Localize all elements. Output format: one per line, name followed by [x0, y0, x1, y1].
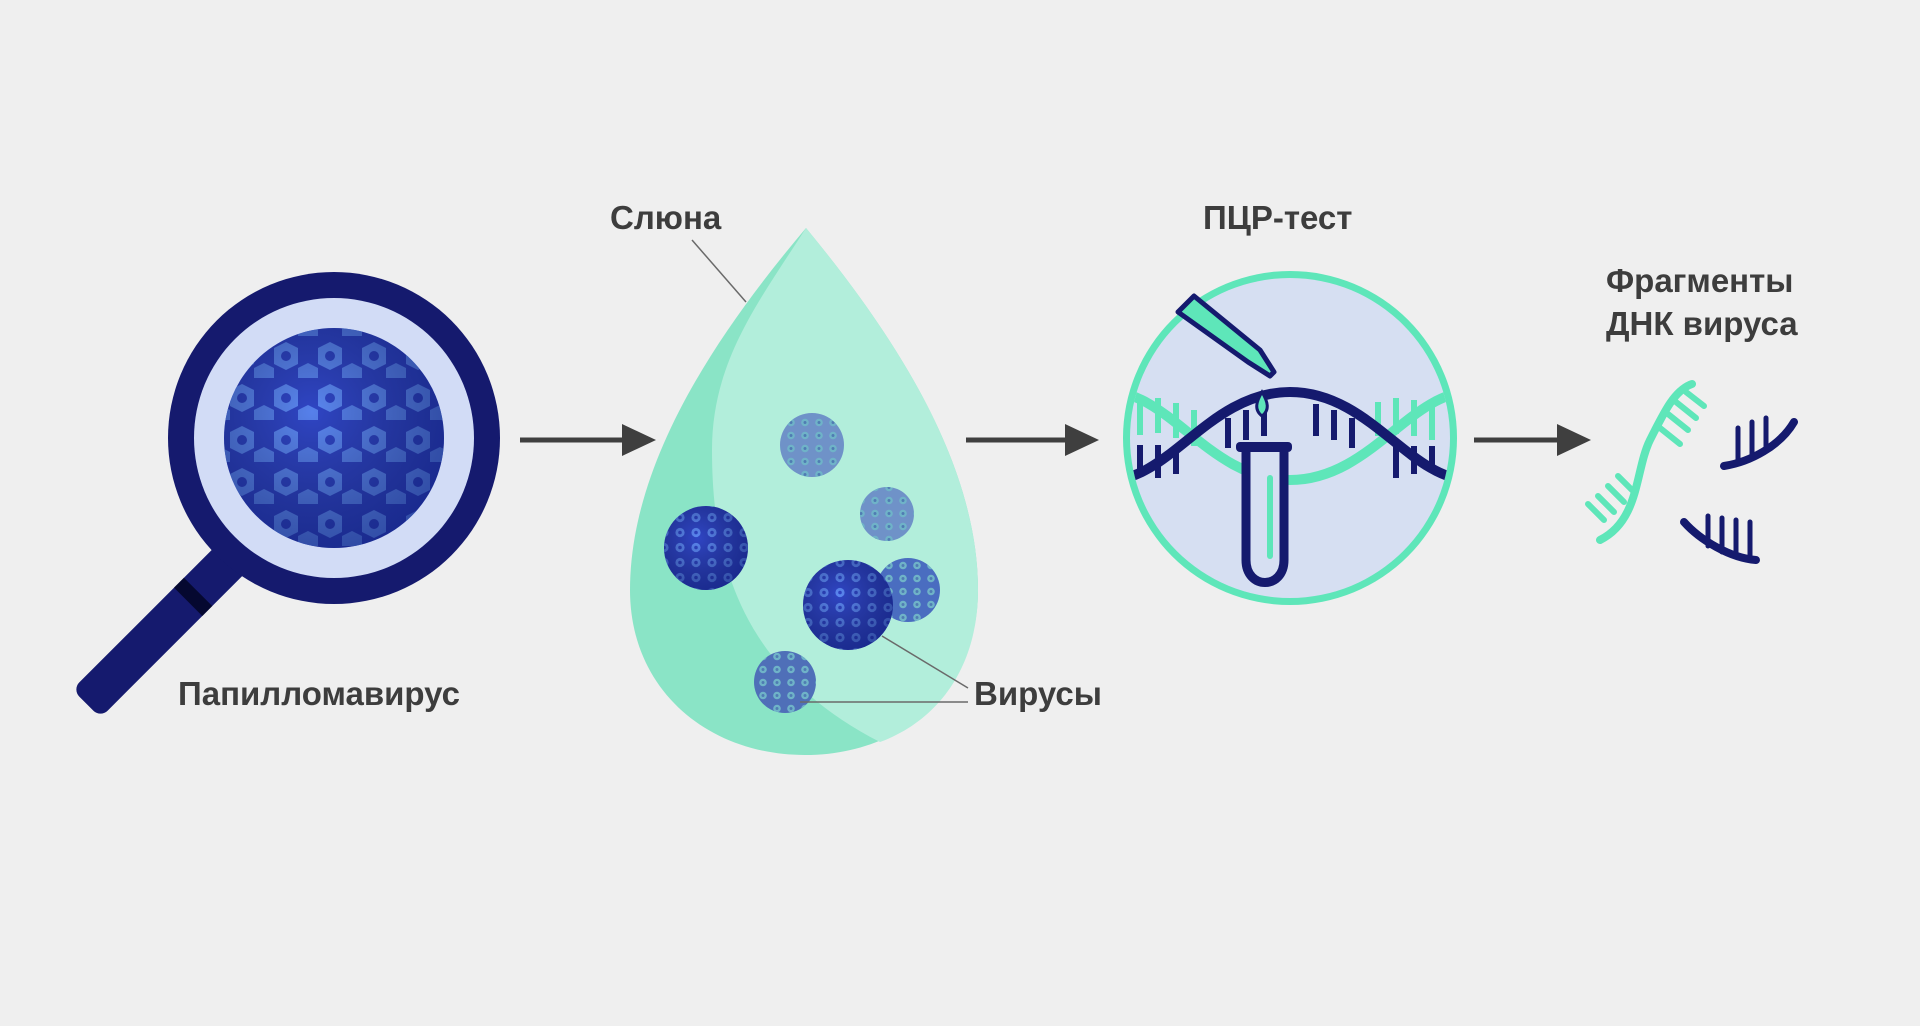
pcr-test-label: ПЦР-тест — [1203, 199, 1353, 236]
pcr-test-icon — [1123, 271, 1457, 605]
dna-helix-icon — [1130, 386, 1450, 486]
dna-fragment-icon — [1680, 513, 1760, 564]
dna-fragments-label: Фрагменты ДНК вируса — [1606, 259, 1798, 345]
saliva-label: Слюна — [610, 199, 722, 236]
test-tube-icon — [1236, 442, 1292, 587]
arrow-right-icon — [520, 424, 656, 456]
arrow-right-icon — [966, 424, 1099, 456]
dna-fragments-label-line1: Фрагменты — [1606, 262, 1794, 299]
papillomavirus-label: Папилломавирус — [178, 675, 461, 712]
dna-fragment-icon — [1585, 380, 1707, 544]
viruses-label: Вирусы — [974, 675, 1102, 712]
virus-particle-icon — [664, 413, 940, 713]
papillomavirus-icon — [224, 328, 444, 548]
pipette-icon — [1175, 293, 1277, 418]
dna-fragment-icon — [1720, 415, 1798, 470]
viruses-leader-lines — [800, 635, 969, 703]
saliva-leader-line — [691, 239, 747, 303]
arrow-right-icon — [1474, 424, 1591, 456]
dna-fragments-label-line2: ДНК вируса — [1606, 305, 1798, 342]
